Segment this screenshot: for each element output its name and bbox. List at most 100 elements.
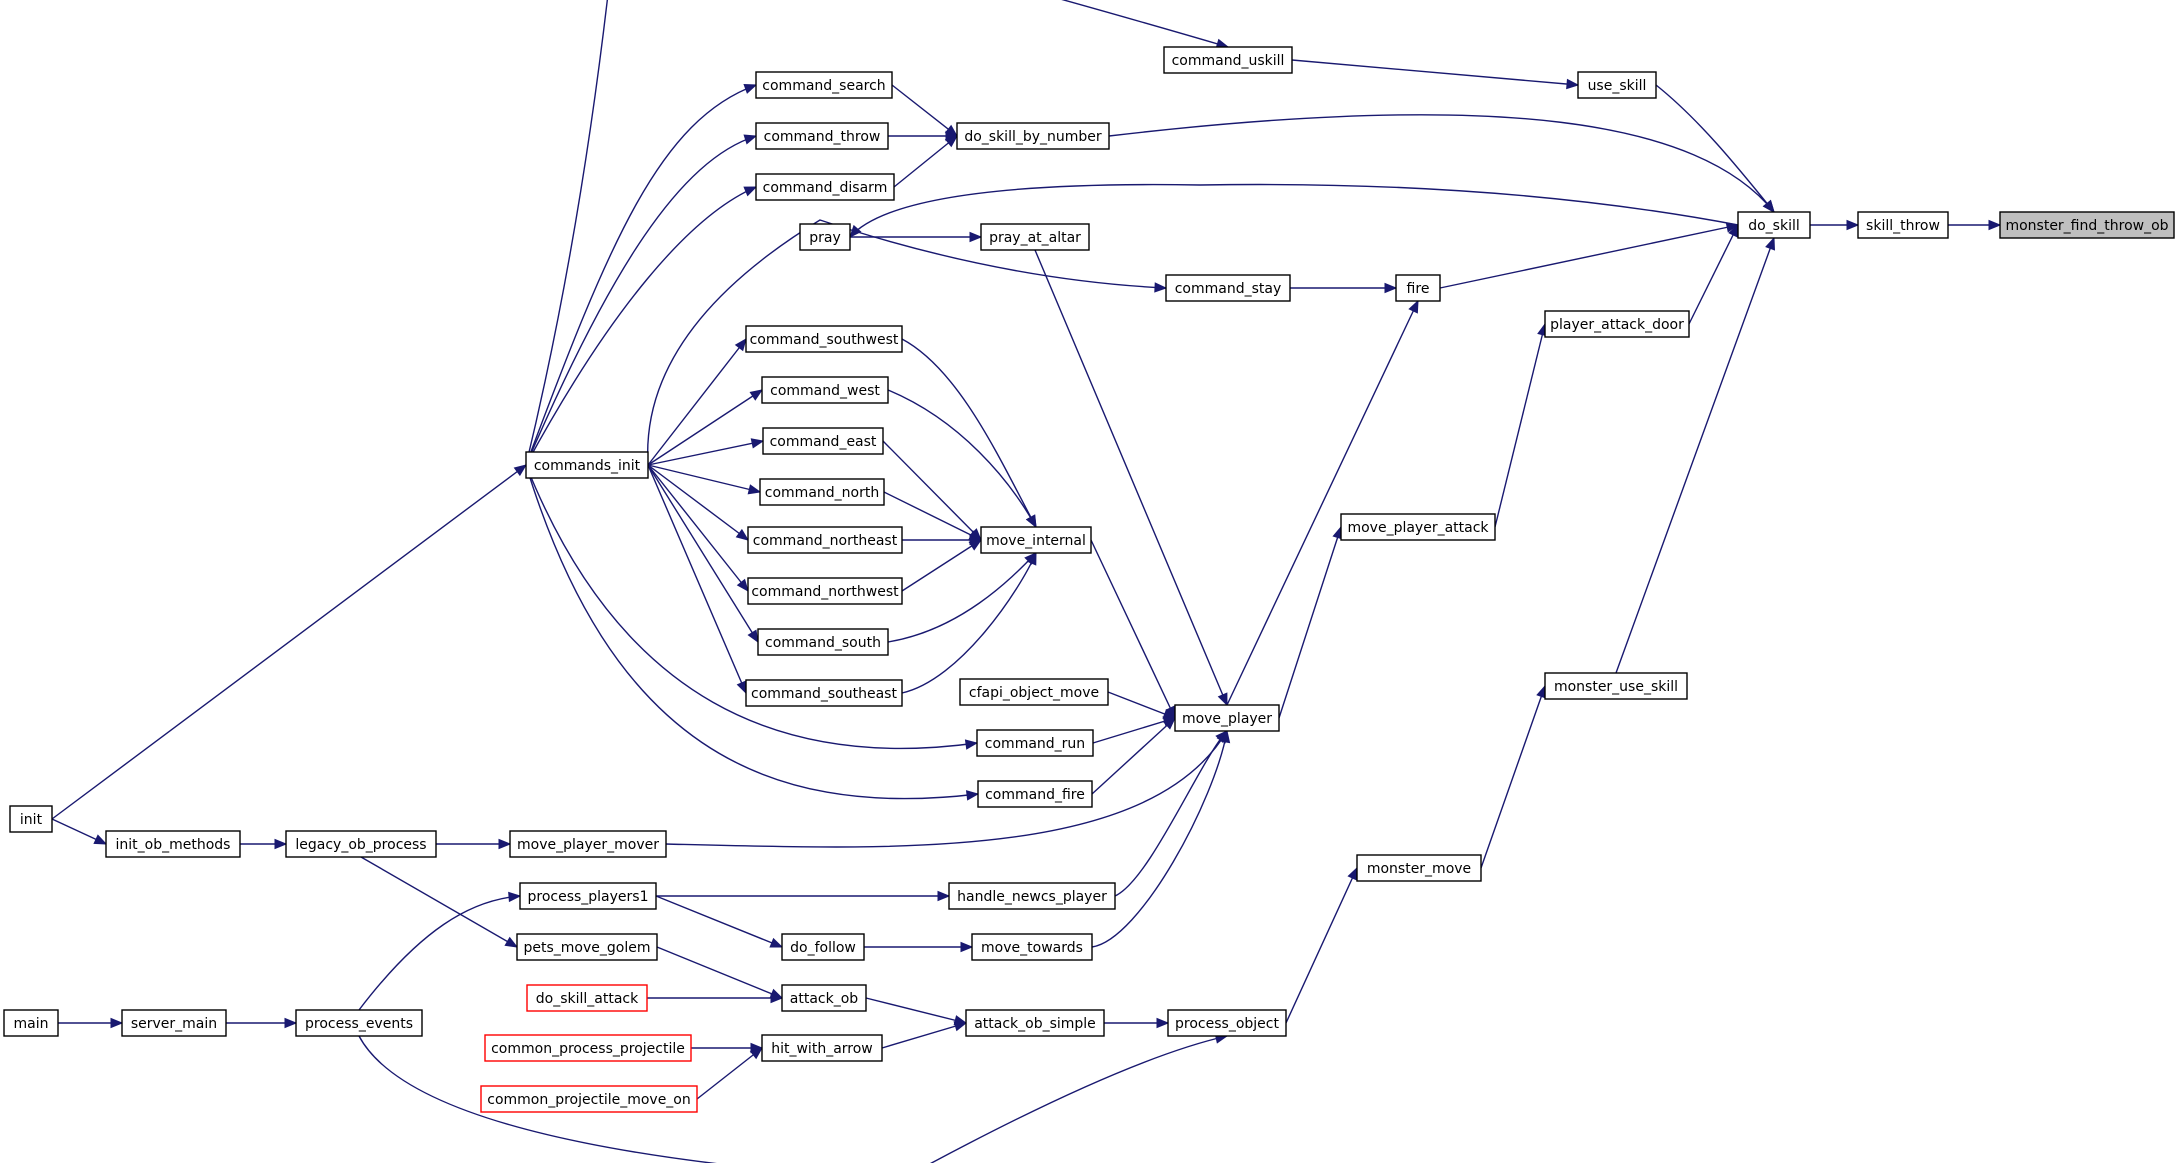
node-process-players1[interactable]: process_players1 xyxy=(519,882,657,910)
edge-line xyxy=(656,946,783,999)
node-label: command_south xyxy=(765,635,881,651)
node-common-process-projectile[interactable]: common_process_projectile xyxy=(484,1034,692,1062)
node-attack-ob-simple[interactable]: attack_ob_simple xyxy=(965,1009,1105,1037)
edge-line xyxy=(647,464,749,592)
edge-line xyxy=(882,440,982,541)
node-monster-find-throw-ob: monster_find_throw_ob xyxy=(1999,211,2175,239)
edge-line xyxy=(1092,717,1176,744)
node-use-skill[interactable]: use_skill xyxy=(1577,71,1657,99)
edge-line xyxy=(1091,717,1176,795)
edge-monster_move-to-monster_use_skill xyxy=(1480,684,1547,869)
edge-handle_newcs_player-to-move_player xyxy=(1114,730,1228,897)
node-handle-newcs-player[interactable]: handle_newcs_player xyxy=(948,882,1116,910)
edge-command_uskill-to-use_skill xyxy=(1291,59,1580,90)
node-move-player-attack[interactable]: move_player_attack xyxy=(1340,513,1496,541)
node-command-northeast[interactable]: command_northeast xyxy=(747,526,903,554)
node-box xyxy=(971,933,1093,961)
node-label: command_fire xyxy=(985,787,1085,803)
edge-arrowhead xyxy=(964,739,979,750)
node-command-stay[interactable]: command_stay xyxy=(1165,274,1291,302)
edge-commands_init-to-command_north xyxy=(647,464,762,495)
node-do-skill-attack[interactable]: do_skill_attack xyxy=(526,984,648,1012)
edge-line xyxy=(1480,685,1546,869)
node-init[interactable]: init xyxy=(9,805,53,833)
edge-command_northwest-to-move_internal xyxy=(901,539,983,592)
node-command-run[interactable]: command_run xyxy=(976,729,1094,757)
node-box xyxy=(799,223,851,251)
node-player-attack-door[interactable]: player_attack_door xyxy=(1544,310,1690,338)
node-command-throw[interactable]: command_throw xyxy=(755,122,889,150)
node-legacy-ob-process[interactable]: legacy_ob_process xyxy=(285,830,437,858)
node-command-uskill[interactable]: command_uskill xyxy=(1163,46,1293,74)
edge-command_east-to-move_internal xyxy=(882,440,982,541)
edge-arrowhead xyxy=(284,1017,298,1029)
node-command-northwest[interactable]: command_northwest xyxy=(747,577,903,605)
node-monster-use-skill[interactable]: monster_use_skill xyxy=(1544,672,1688,700)
node-command-south[interactable]: command_south xyxy=(757,628,889,656)
node-do-follow[interactable]: do_follow xyxy=(781,933,865,961)
node-box xyxy=(762,427,884,455)
node-box xyxy=(1167,1009,1287,1037)
edge-line xyxy=(1090,539,1176,719)
node-fire[interactable]: fire xyxy=(1395,274,1441,302)
node-commands-init[interactable]: commands_init xyxy=(525,451,649,479)
node-pets-move-golem[interactable]: pets_move_golem xyxy=(516,933,658,961)
node-common-projectile-move-on[interactable]: common_projectile_move_on xyxy=(480,1085,698,1113)
node-init-ob-methods[interactable]: init_ob_methods xyxy=(105,830,241,858)
node-do-skill-by-number[interactable]: do_skill_by_number xyxy=(956,122,1110,150)
node-skill-throw[interactable]: skill_throw xyxy=(1857,211,1949,239)
edge-commands_init-to-command_search xyxy=(525,84,758,466)
node-box xyxy=(745,679,903,707)
node-box xyxy=(1395,274,1441,302)
edge-line xyxy=(647,389,763,466)
node-move-player[interactable]: move_player xyxy=(1174,704,1280,732)
edge-line xyxy=(901,539,982,592)
edge-arrowhead xyxy=(1026,551,1037,566)
node-pray-at-altar[interactable]: pray_at_altar xyxy=(980,223,1090,251)
node-attack-ob[interactable]: attack_ob xyxy=(781,984,867,1012)
node-command-search[interactable]: command_search xyxy=(755,71,893,99)
node-box xyxy=(1174,704,1280,732)
node-command-north[interactable]: command_north xyxy=(759,478,885,506)
node-command-fire[interactable]: command_fire xyxy=(977,780,1093,808)
node-label: hit_with_arrow xyxy=(771,1041,873,1057)
node-process-object[interactable]: process_object xyxy=(1167,1009,1287,1037)
node-process-events[interactable]: process_events xyxy=(295,1009,423,1037)
edge-arrowhead xyxy=(513,464,528,477)
node-label: move_player_attack xyxy=(1347,520,1489,536)
node-pray[interactable]: pray xyxy=(799,223,851,251)
node-do-skill[interactable]: do_skill xyxy=(1737,211,1811,239)
node-box xyxy=(121,1009,227,1037)
node-label: command_northeast xyxy=(753,533,898,549)
node-command-west[interactable]: command_west xyxy=(761,376,889,404)
edge-arrowhead xyxy=(769,937,784,948)
node-label: cfapi_object_move xyxy=(969,685,1099,701)
edge-line xyxy=(647,464,747,694)
node-hit-with-arrow[interactable]: hit_with_arrow xyxy=(761,1034,883,1062)
node-command-southeast[interactable]: command_southeast xyxy=(745,679,903,707)
node-command-southwest[interactable]: command_southwest xyxy=(745,325,903,353)
node-box xyxy=(755,122,889,150)
node-command-east[interactable]: command_east xyxy=(762,427,884,455)
edge-process_players1-to-handle_newcs_player xyxy=(656,890,951,902)
node-box xyxy=(1857,211,1949,239)
edge-line xyxy=(358,1035,1228,1163)
node-move-internal[interactable]: move_internal xyxy=(980,526,1092,554)
node-move-towards[interactable]: move_towards xyxy=(971,933,1093,961)
edge-arrowhead xyxy=(743,134,758,145)
node-move-player-mover[interactable]: move_player_mover xyxy=(509,830,667,858)
edge-command_northeast-to-move_internal xyxy=(902,534,983,546)
edge-arrowhead xyxy=(749,1047,764,1060)
node-command-disarm[interactable]: command_disarm xyxy=(755,173,895,201)
edge-line xyxy=(1034,249,1228,706)
edge-line xyxy=(1291,59,1579,86)
node-label: skill_throw xyxy=(1866,218,1940,234)
node-box xyxy=(747,577,903,605)
node-box xyxy=(976,729,1094,757)
node-monster-move[interactable]: monster_move xyxy=(1356,854,1482,882)
node-cfapi-object-move[interactable]: cfapi_object_move xyxy=(959,678,1109,706)
node-server-main[interactable]: server_main xyxy=(121,1009,227,1037)
node-label: legacy_ob_process xyxy=(295,837,426,853)
node-main[interactable]: main xyxy=(3,1009,59,1037)
node-box xyxy=(761,1034,883,1062)
